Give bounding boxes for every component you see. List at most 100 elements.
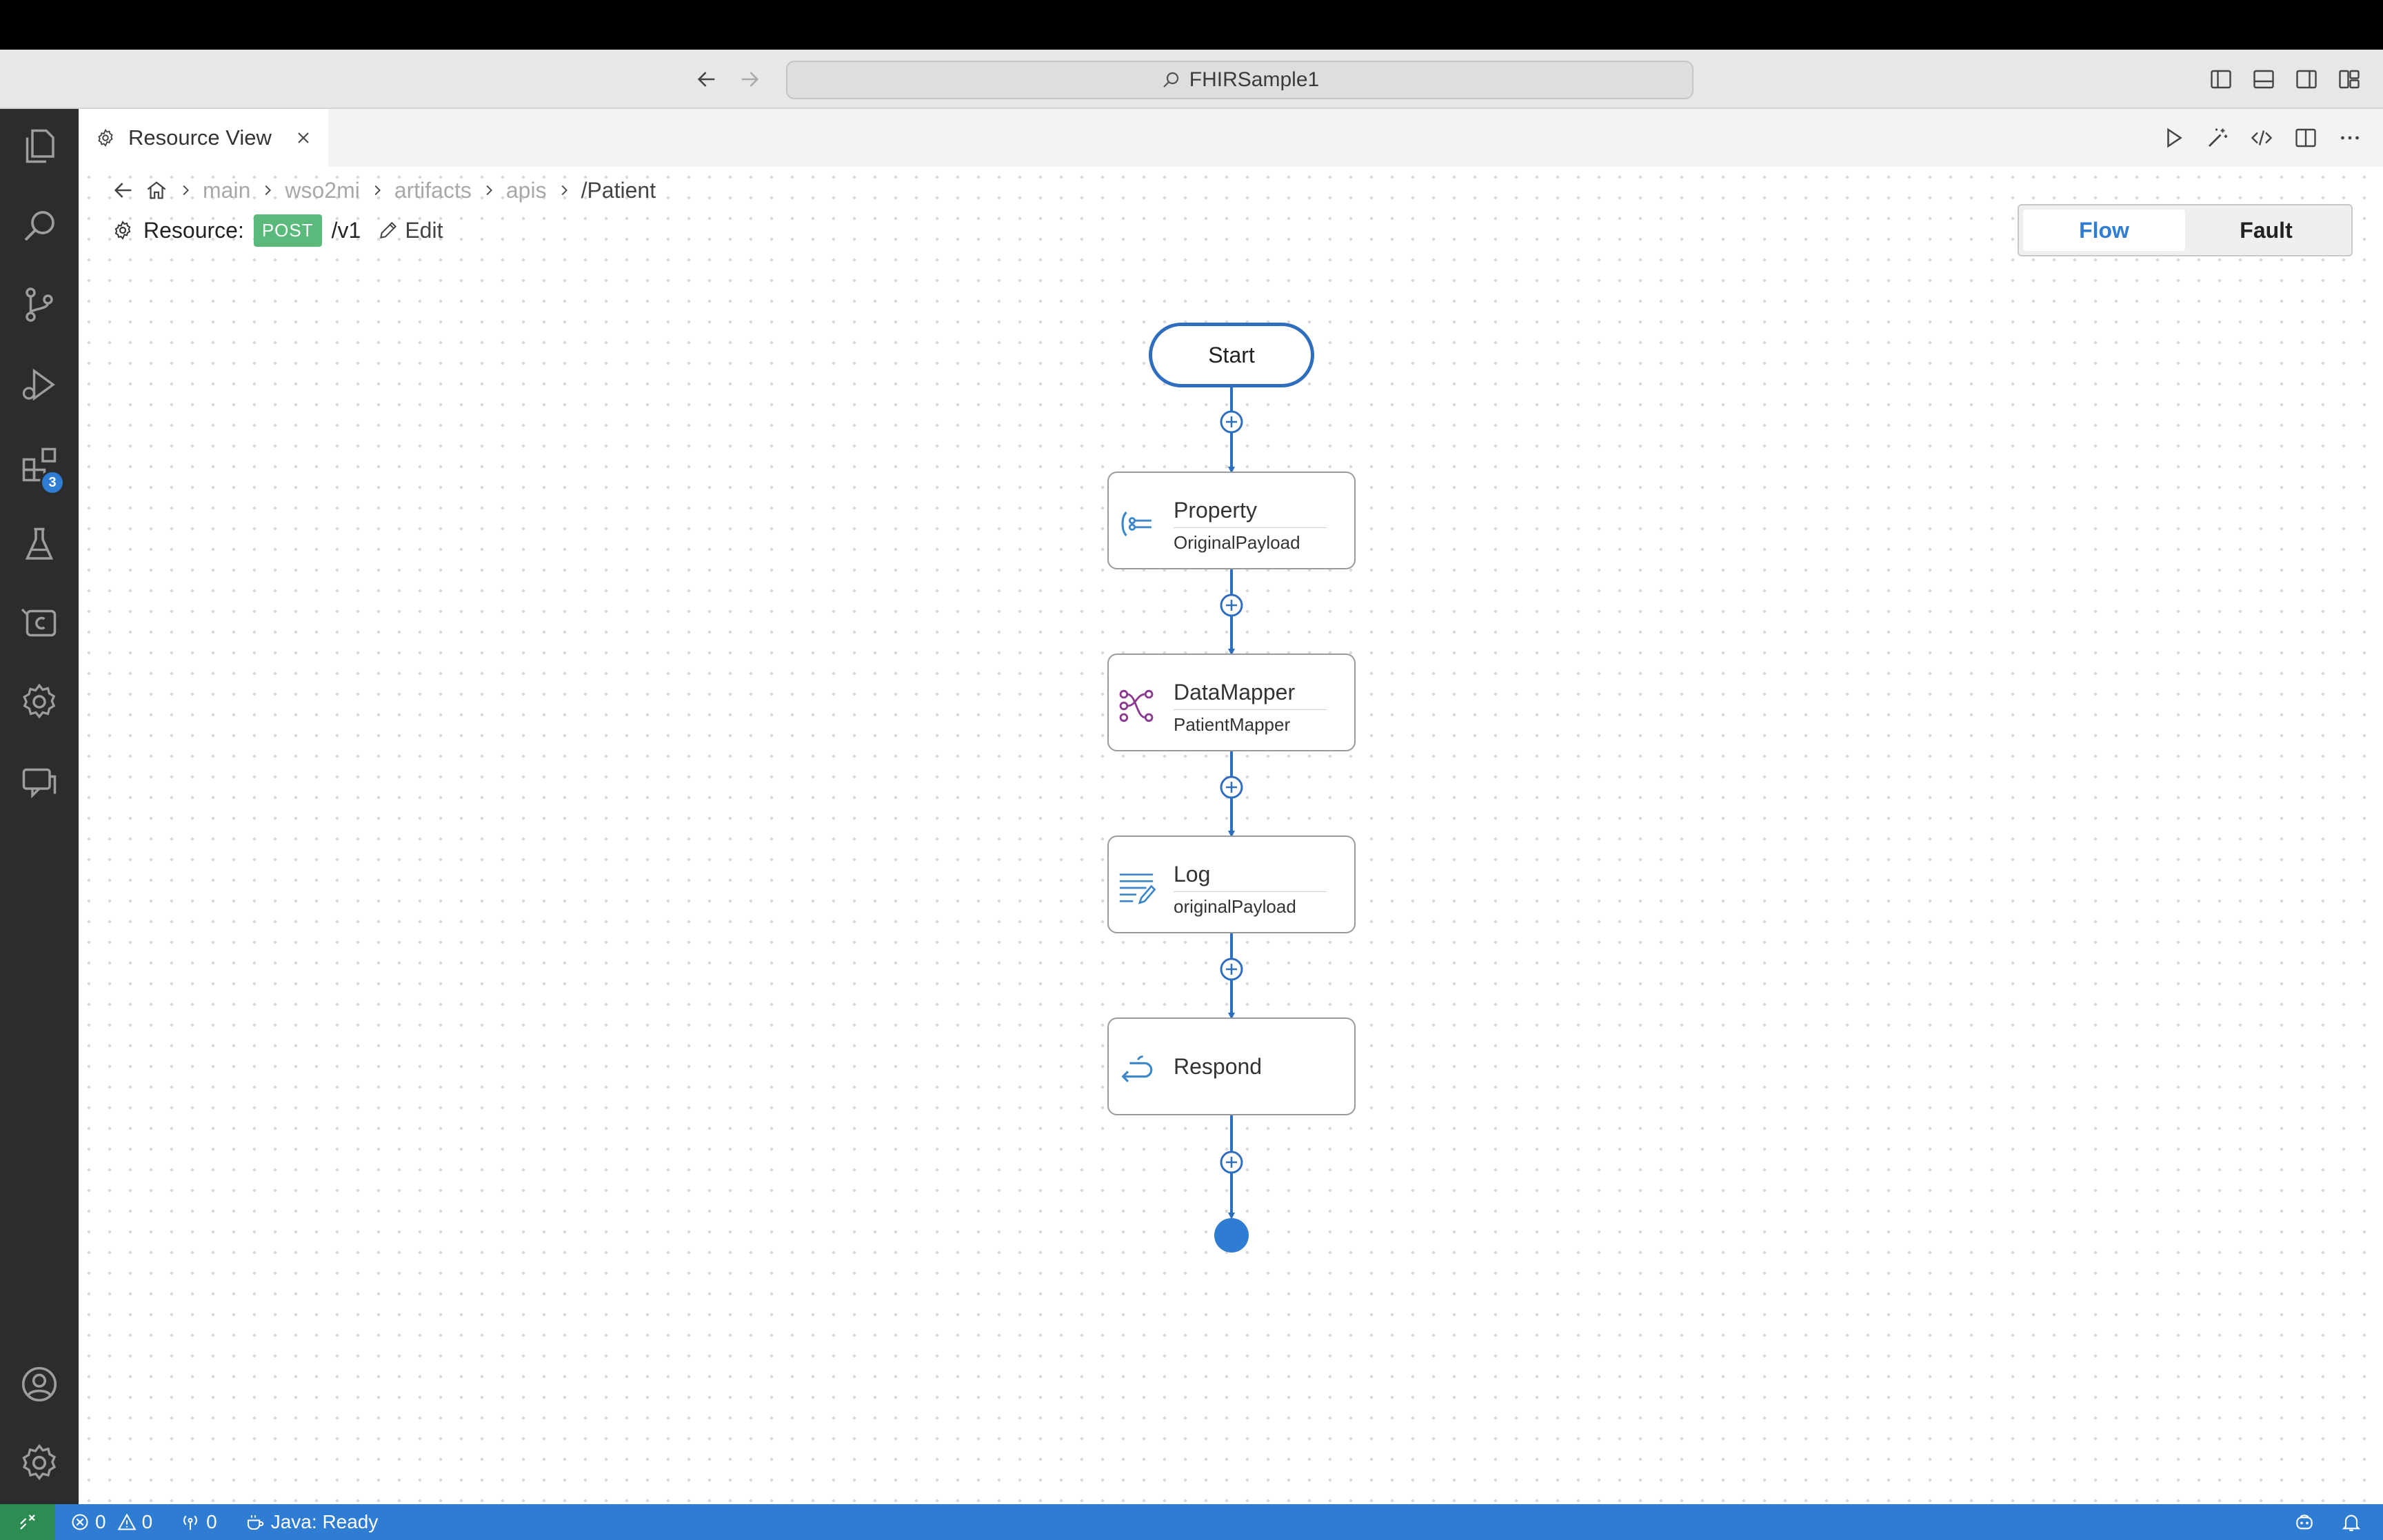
run-debug-button[interactable] [0,350,79,419]
breadcrumb-item-patient: /Patient [581,177,656,203]
toggle-panel-button[interactable] [2248,63,2280,95]
breadcrumb: main wso2mi artifacts apis /Patient [112,172,656,208]
integration-manager-button[interactable] [0,667,79,736]
resource-view-canvas: main wso2mi artifacts apis /Patient Reso… [79,167,2383,1504]
notifications-button[interactable] [2340,1511,2362,1533]
activity-bar: 3 [0,109,79,1504]
testing-button[interactable] [0,510,79,579]
split-editor-button[interactable] [2289,121,2322,154]
error-count: 0 [95,1511,106,1532]
split-editor-icon [2295,128,2316,148]
remote-indicator-button[interactable] [0,1504,55,1540]
customize-layout-button[interactable] [2333,63,2365,95]
command-center-search[interactable]: FHIRSample1 [786,61,1693,99]
account-icon [21,1366,57,1402]
go-back-button[interactable] [691,63,723,95]
title-bar: FHIRSample1 [0,50,2383,109]
flask-icon [25,527,54,560]
explorer-button[interactable] [0,112,79,181]
flow-fault-toggle: Flow Fault [2018,204,2353,256]
node-title: Respond [1174,1053,1263,1079]
broadcast-icon [183,1515,198,1530]
log-mediator-node[interactable]: Log originalPayload [1107,835,1356,933]
editor-tab-bar: Resource View [79,109,2383,167]
close-icon [298,132,309,143]
toggle-primary-sidebar-button[interactable] [2205,63,2237,95]
flow-tab-button[interactable]: Flow [2023,210,2185,251]
files-icon [26,129,54,163]
node-subtitle: OriginalPayload [1174,532,1300,553]
resource-gear-icon [98,128,113,148]
search-view-button[interactable] [0,192,79,261]
toggle-secondary-sidebar-button[interactable] [2291,63,2322,95]
status-bar: 0 0 0 Java: Ready [0,1504,2383,1540]
flow-start-node[interactable]: Start [1149,323,1314,387]
chevron-right-icon [178,183,193,198]
resource-header: Resource: POST /v1 Edit [112,210,443,251]
layout-grid-icon [2339,70,2360,89]
remote-explorer-button[interactable] [0,589,79,658]
extensions-button[interactable]: 3 [0,430,79,499]
copilot-status-button[interactable] [2293,1511,2315,1533]
problems-status-button[interactable]: 0 0 [70,1511,152,1533]
node-subtitle: originalPayload [1174,896,1296,917]
node-subtitle: PatientMapper [1174,714,1291,735]
extensions-count-badge: 3 [40,470,65,495]
property-mediator-node[interactable]: Property OriginalPayload [1107,472,1356,569]
layout-controls [2205,63,2365,95]
ai-assist-button[interactable] [2201,121,2234,154]
more-actions-button[interactable] [2333,121,2366,154]
arrow-left-icon [114,183,132,198]
run-button[interactable] [2157,121,2190,154]
tab-close-button[interactable] [294,128,313,148]
show-source-button[interactable] [2245,121,2278,154]
breadcrumb-item-wso2mi[interactable]: wso2mi [285,177,360,203]
property-icon [1116,503,1157,545]
tab-resource-view[interactable]: Resource View [79,109,328,167]
add-step-button[interactable] [1220,958,1243,981]
warning-icon [117,1513,137,1530]
arrow-right-icon [741,72,759,87]
flow-connectors [1214,387,1249,1253]
manage-button[interactable] [0,1428,79,1497]
respond-mediator-node[interactable]: Respond [1107,1017,1356,1115]
chevron-right-icon [481,183,496,198]
sidebar-right-icon [2296,70,2317,89]
ports-status-button[interactable]: 0 [180,1511,217,1533]
add-step-button[interactable] [1220,594,1243,617]
datamapper-icon [1116,685,1157,727]
command-center-title: FHIRSample1 [1189,68,1320,91]
breadcrumb-item-main[interactable]: main [203,177,251,203]
resource-gear-icon [114,221,131,240]
copilot-icon [2296,1514,2313,1530]
breadcrumb-home-button[interactable] [145,179,168,202]
fault-tab-button[interactable]: Fault [2240,217,2293,243]
search-icon [24,211,54,241]
add-step-button[interactable] [1220,1151,1243,1174]
datamapper-mediator-node[interactable]: DataMapper PatientMapper [1107,654,1356,751]
go-forward-button[interactable] [734,63,765,95]
chat-button[interactable] [0,747,79,816]
accounts-button[interactable] [0,1350,79,1419]
breadcrumb-back-button[interactable] [112,179,135,202]
magic-wand-icon [2209,128,2228,147]
edit-resource-button[interactable]: Edit [377,218,443,243]
breadcrumb-item-artifacts[interactable]: artifacts [394,177,472,203]
java-status-text: Java: Ready [270,1511,379,1532]
search-icon [1163,72,1178,88]
error-icon [72,1514,88,1530]
remote-icon [20,1514,35,1530]
ports-count: 0 [206,1511,217,1532]
respond-icon [1116,1049,1157,1091]
java-status-button[interactable]: Java: Ready [245,1511,379,1533]
home-icon [147,181,166,199]
node-title: DataMapper [1174,680,1327,710]
chevron-right-icon [370,183,385,198]
add-step-button[interactable] [1220,776,1243,799]
bell-icon [2342,1514,2361,1532]
log-icon [1116,867,1157,909]
warning-count: 0 [141,1511,153,1532]
breadcrumb-item-apis[interactable]: apis [505,177,547,203]
source-control-button[interactable] [0,270,79,339]
add-step-button[interactable] [1220,410,1243,434]
